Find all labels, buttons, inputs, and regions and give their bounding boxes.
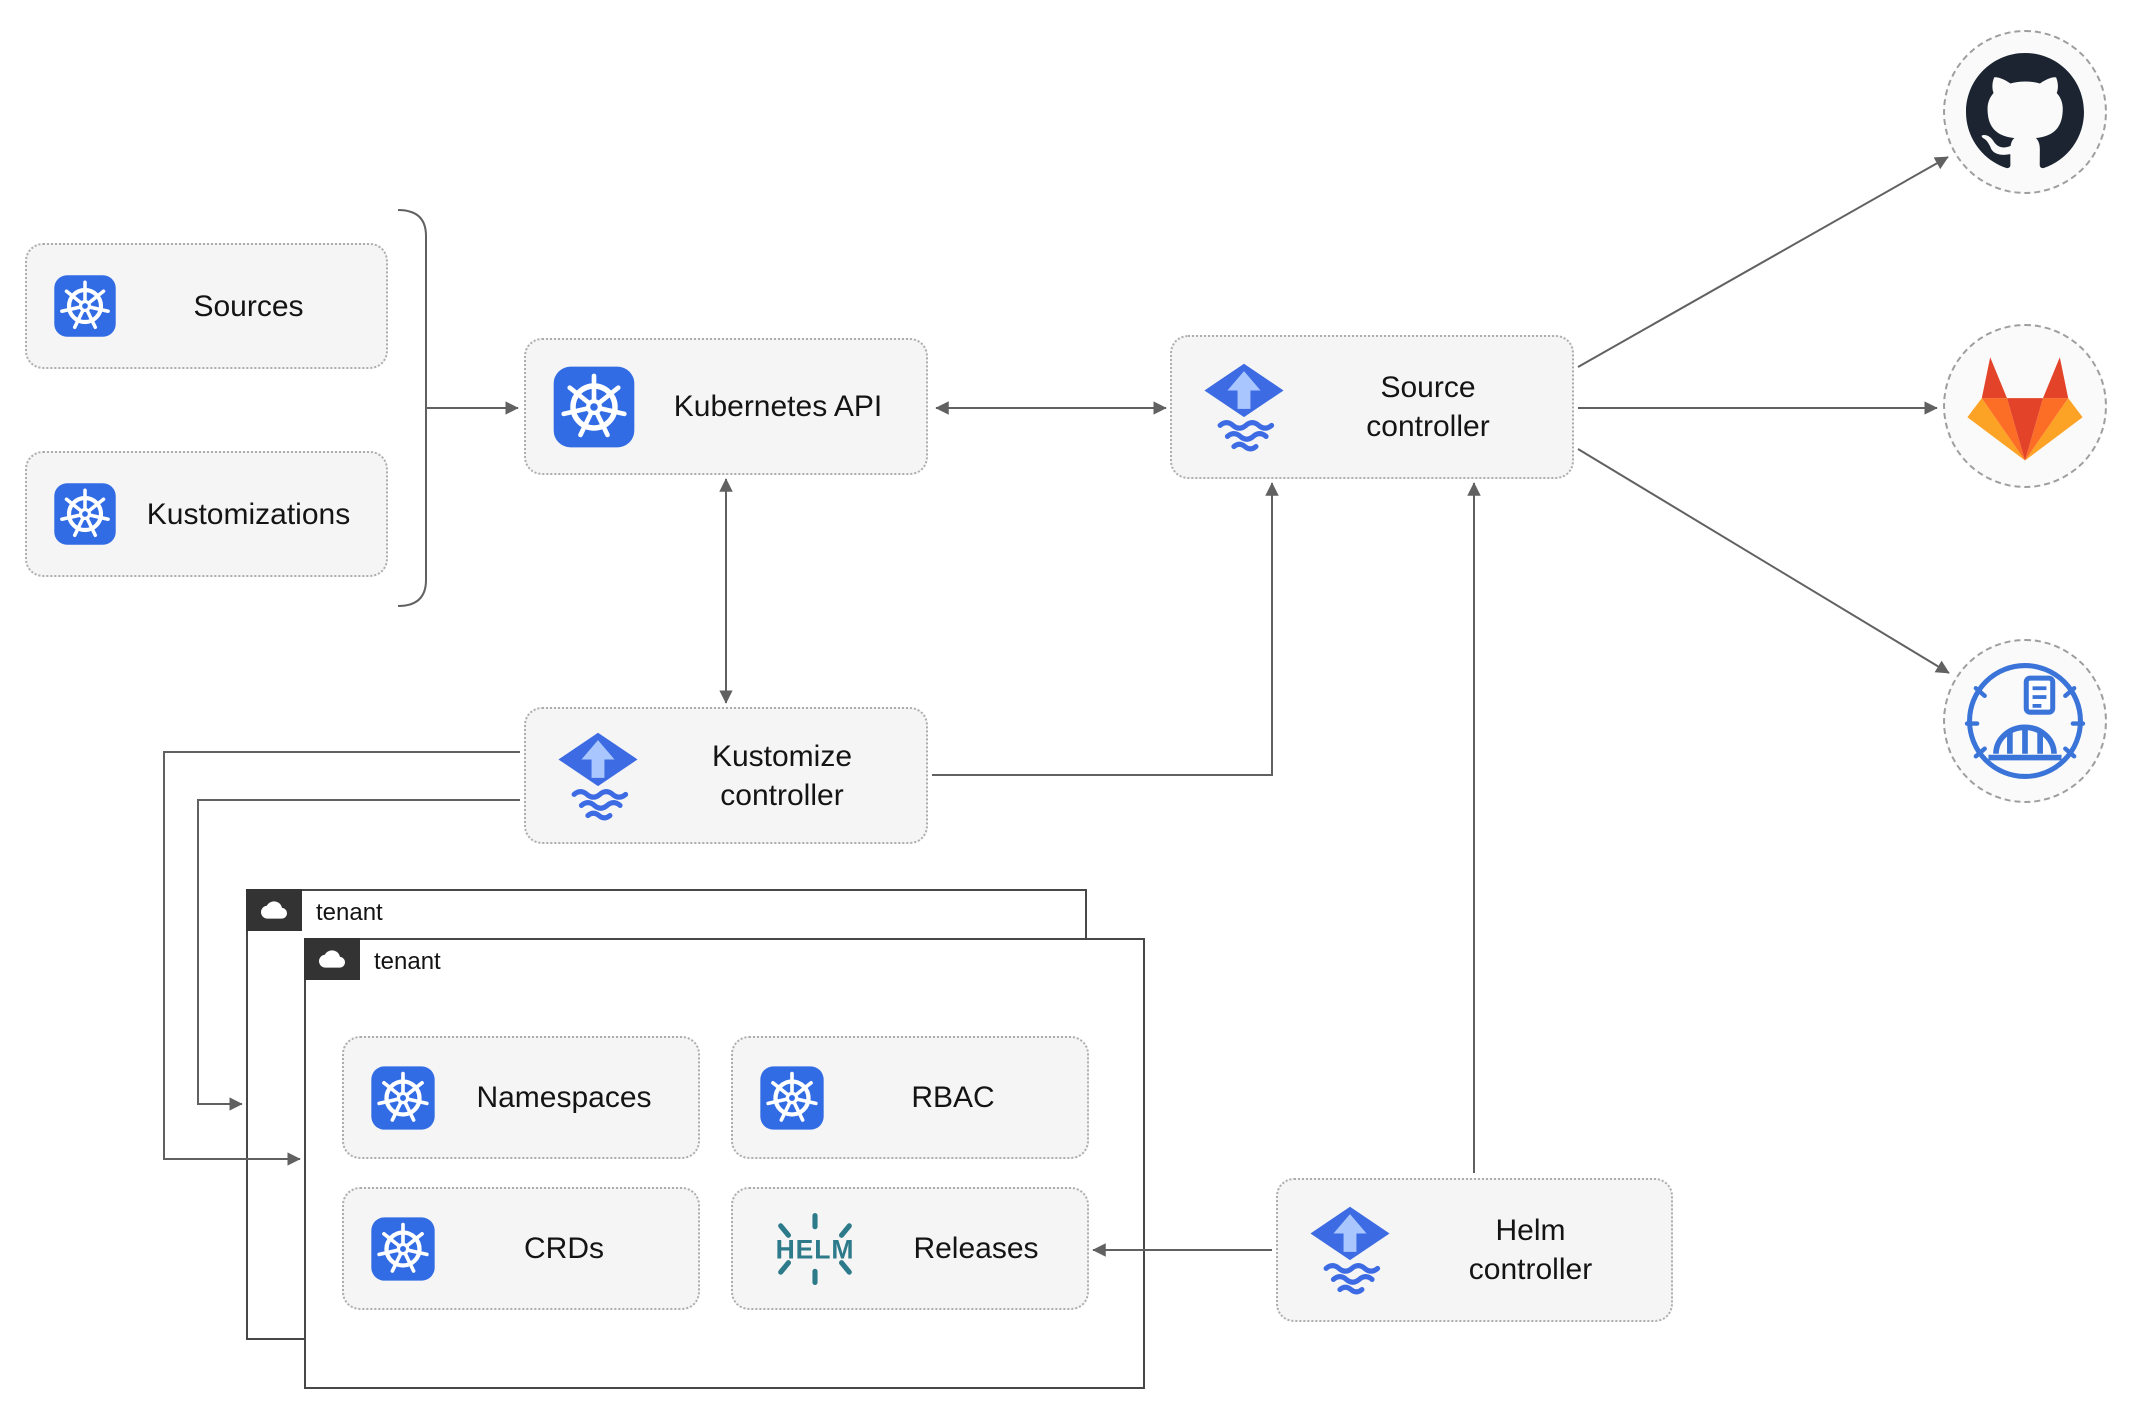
node-crds: CRDs [342,1187,700,1310]
cloud-icon [258,897,290,923]
node-kubernetes-api: Kubernetes API [524,338,928,475]
node-rbac: RBAC [731,1036,1089,1159]
circle-github [1943,30,2107,194]
namespaces-label: Namespaces [476,1081,652,1114]
kustomizations-label: Kustomizations [146,497,351,531]
kubernetes-icon [552,365,636,449]
tenant-front-label: tenant [374,948,441,975]
edge-source-controller-to-github [1577,156,1949,368]
grouping-bracket [397,209,427,607]
flux-icon [552,730,644,822]
kubernetes-icon [370,1216,436,1282]
edge-source-controller-to-registry [1577,448,1950,674]
helm-wordmark: HELM [776,1234,855,1264]
node-kustomize-controller: Kustomize controller [524,707,928,844]
sources-label: Sources [193,289,304,323]
cloud-icon [316,946,348,972]
edge-kustomize-to-source-controller [932,482,1279,776]
releases-label: Releases [913,1232,1039,1265]
source-controller-label: Source controller [1366,371,1490,443]
kubernetes-icon [53,274,117,338]
kubernetes-icon [53,482,117,546]
github-icon [1966,53,2084,171]
artifact-registry-icon [1962,658,2088,784]
node-helm-controller: Helm controller [1276,1178,1673,1322]
helm-icon: HELM [776,1212,855,1285]
circle-registry [1943,639,2107,803]
helm-controller-label: Helm controller [1468,1214,1593,1286]
node-releases: HELM Releases [731,1187,1089,1310]
tenant-front-box: tenant [303,937,1145,1389]
tenant-back-chip [245,888,302,931]
kustomize-controller-label: Kustomize controller [711,739,853,812]
tenant-back-label: tenant [316,899,383,926]
kubernetes-icon [759,1065,825,1131]
rbac-label: RBAC [911,1081,995,1114]
node-kustomizations: Kustomizations [25,451,388,577]
node-namespaces: Namespaces [342,1036,700,1159]
kubernetes-icon [370,1065,436,1131]
flux-icon [1198,361,1290,453]
gitlab-icon [1965,350,2085,463]
crds-label: CRDs [524,1232,604,1265]
node-sources: Sources [25,243,388,369]
kubernetes-api-label: Kubernetes API [673,390,883,423]
tenant-front-chip [303,937,360,980]
node-source-controller: Source controller [1170,335,1574,479]
flux-icon [1304,1204,1396,1296]
circle-gitlab [1943,324,2107,488]
